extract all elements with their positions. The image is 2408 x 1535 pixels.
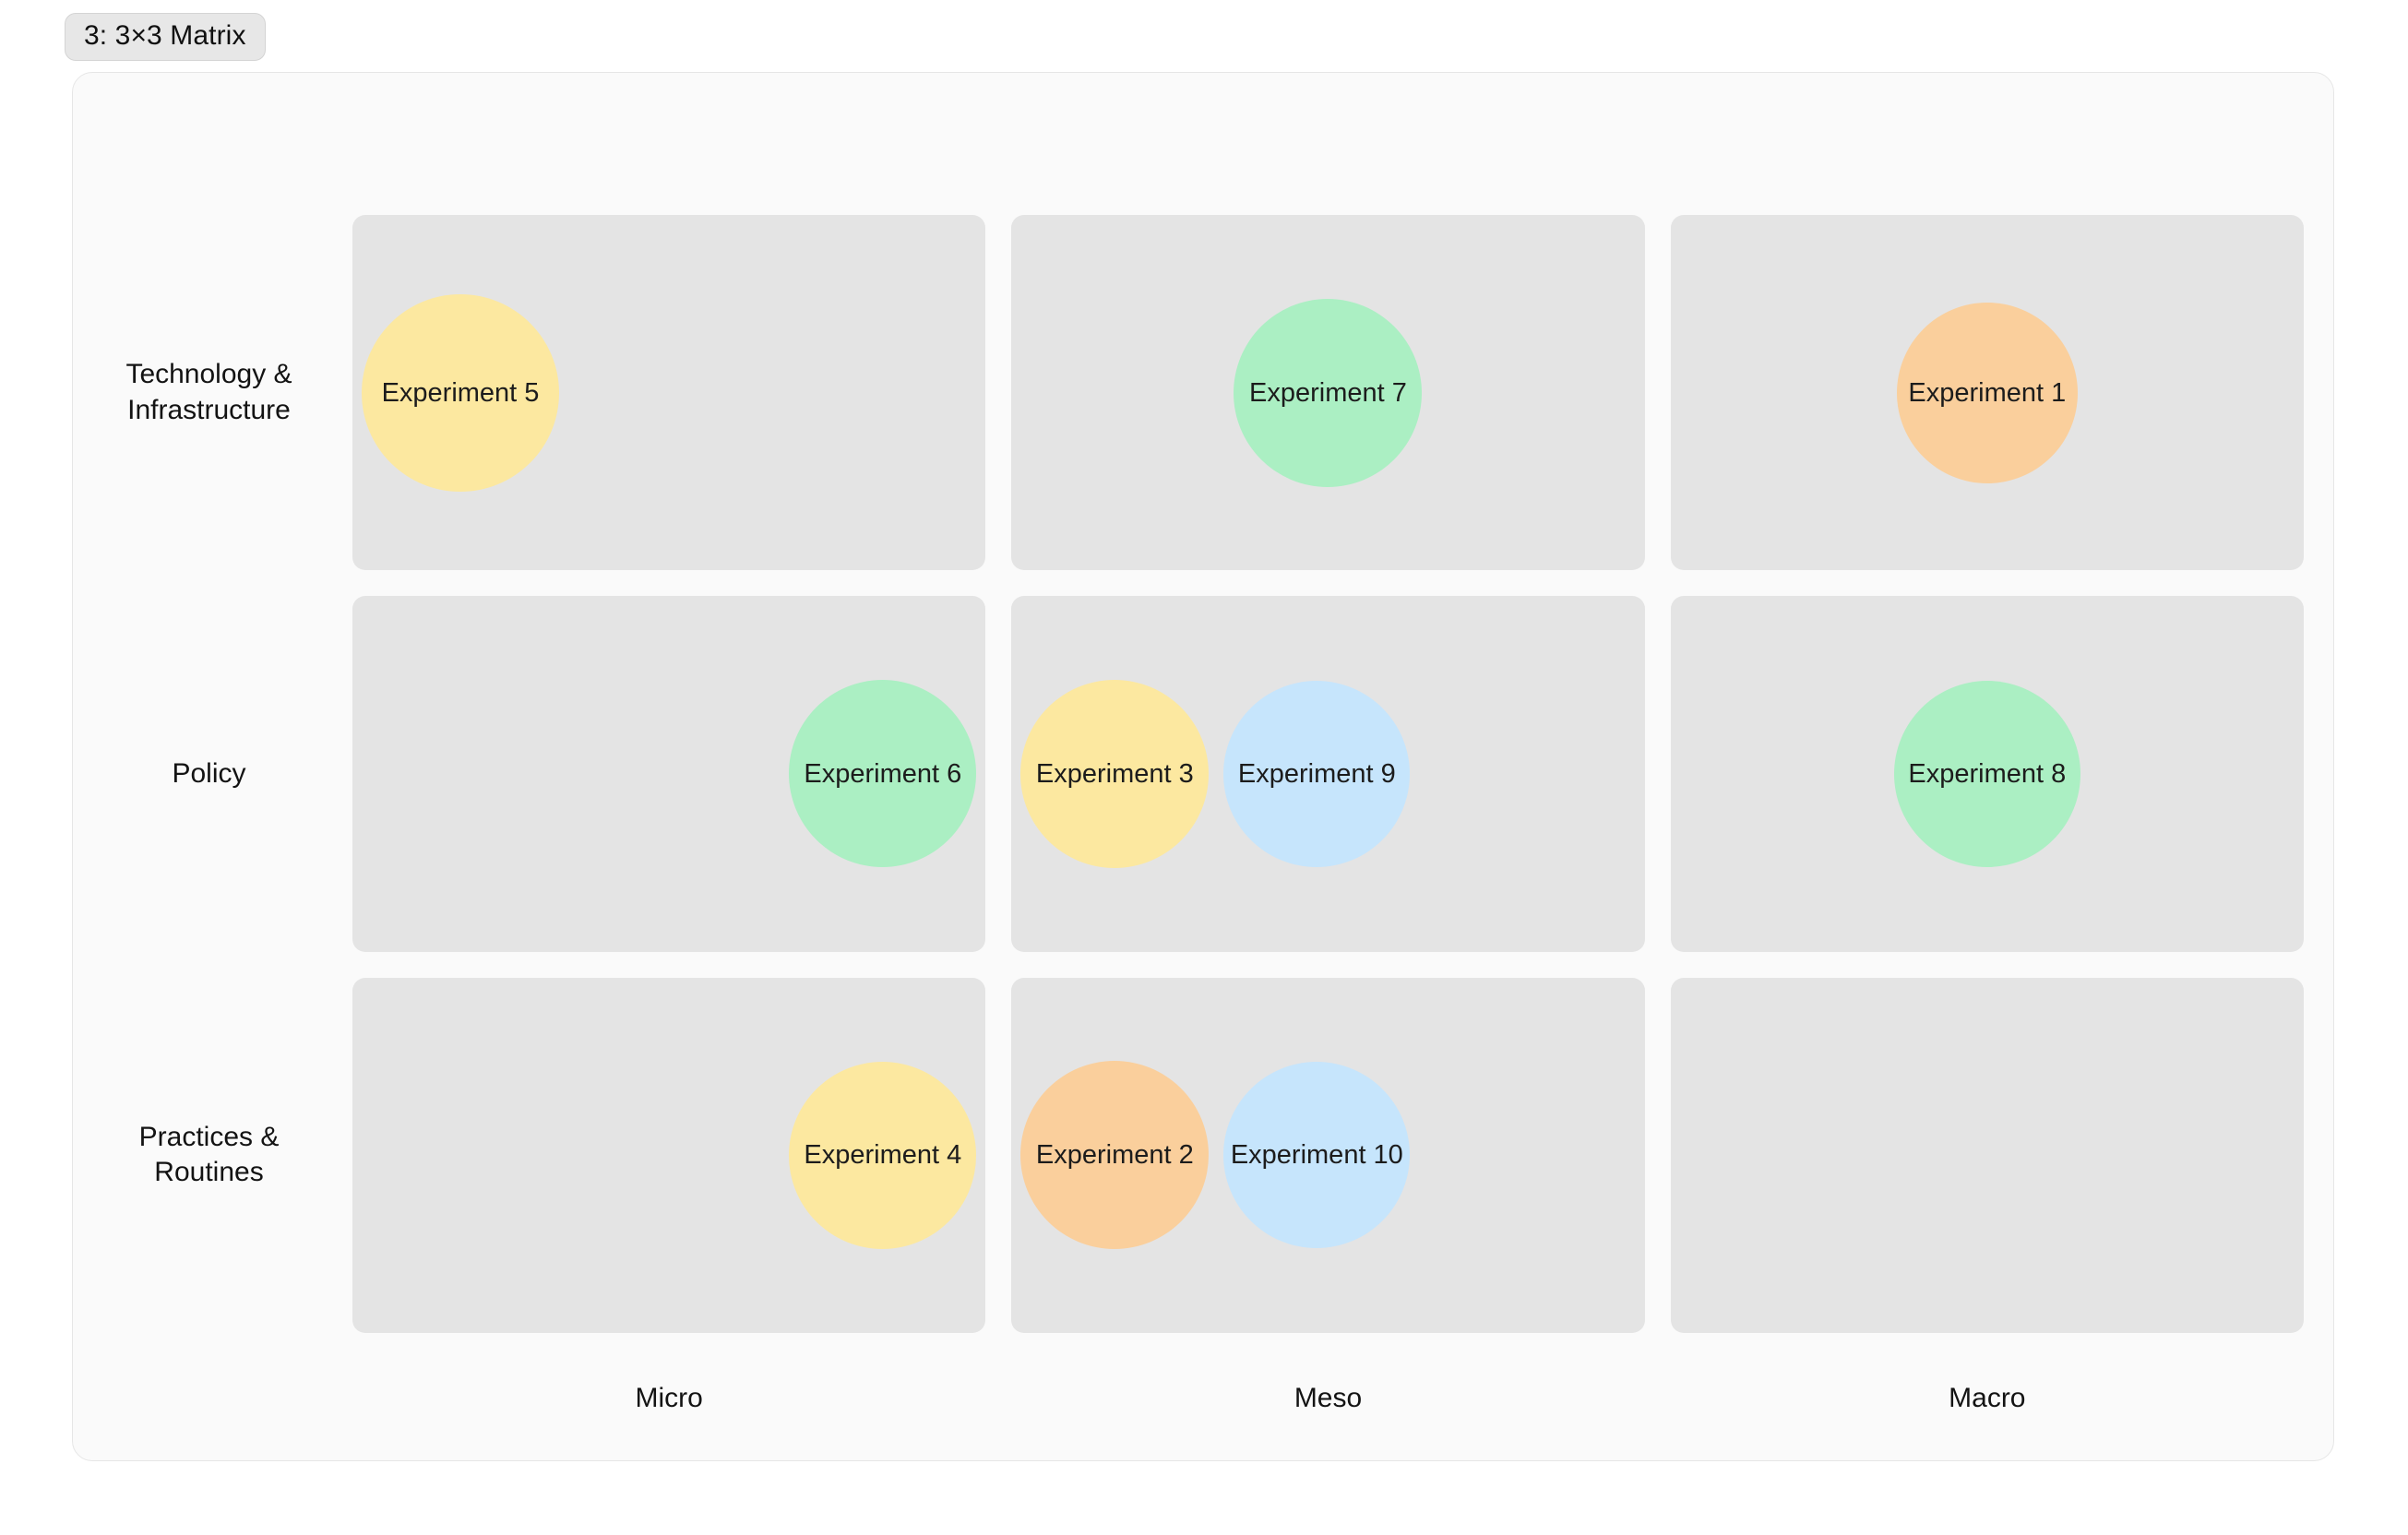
row-label-text: Technology & Infrastructure: [125, 359, 292, 425]
col-label-macro: Macro: [1671, 1359, 2304, 1460]
row-label-practices-routines: Practices & Routines: [91, 978, 327, 1333]
matrix-grid: Technology & Infrastructure Experiment 5…: [73, 73, 2333, 1460]
bubble-experiment-7[interactable]: Experiment 7: [1234, 298, 1423, 487]
cell-technology-macro[interactable]: Experiment 1: [1670, 215, 2304, 571]
bubble-label: Experiment 9: [1237, 758, 1396, 789]
cell-policy-meso[interactable]: Experiment 3 Experiment 9: [1011, 596, 1645, 952]
bubble-experiment-3[interactable]: Experiment 3: [1020, 679, 1210, 868]
bubble-experiment-8[interactable]: Experiment 8: [1893, 680, 2080, 867]
cell-practices-meso[interactable]: Experiment 2 Experiment 10: [1011, 977, 1645, 1333]
row-label-text: Policy: [172, 757, 246, 789]
bubble-label: Experiment 5: [381, 377, 540, 408]
matrix-card: Technology & Infrastructure Experiment 5…: [72, 72, 2334, 1461]
bubble-experiment-9[interactable]: Experiment 9: [1223, 680, 1411, 867]
cell-technology-micro[interactable]: Experiment 5: [352, 215, 986, 571]
cell-practices-micro[interactable]: Experiment 4: [352, 977, 986, 1333]
col-label-text: Micro: [635, 1383, 703, 1413]
view-title-badge[interactable]: 3: 3×3 Matrix: [65, 13, 266, 61]
bubble-label: Experiment 1: [1908, 377, 2067, 408]
bubble-experiment-5[interactable]: Experiment 5: [362, 293, 559, 492]
col-label-text: Meso: [1293, 1383, 1363, 1413]
bubble-experiment-10[interactable]: Experiment 10: [1223, 1062, 1411, 1249]
row-label-policy: Policy: [91, 596, 327, 951]
row-label-text: Practices & Routines: [138, 1121, 280, 1188]
cell-practices-macro[interactable]: [1670, 977, 2304, 1333]
cell-policy-macro[interactable]: Experiment 8: [1670, 596, 2304, 952]
bubble-experiment-6[interactable]: Experiment 6: [789, 680, 977, 868]
bubble-label: Experiment 2: [1035, 1140, 1194, 1171]
cell-policy-micro[interactable]: Experiment 6: [352, 596, 986, 952]
bubble-label: Experiment 7: [1249, 377, 1407, 408]
col-label-meso: Meso: [1011, 1359, 1644, 1460]
bubble-label: Experiment 4: [804, 1140, 962, 1171]
col-label-text: Macro: [1949, 1383, 2026, 1413]
col-label-micro: Micro: [352, 1359, 985, 1460]
matrix-corner-spacer: [91, 1359, 327, 1460]
matrix-top-spacer: [91, 73, 2304, 189]
bubble-label: Experiment 10: [1230, 1140, 1403, 1171]
bubble-experiment-4[interactable]: Experiment 4: [789, 1061, 977, 1249]
bubble-experiment-1[interactable]: Experiment 1: [1896, 302, 2078, 483]
bubble-label: Experiment 8: [1908, 758, 2067, 789]
row-label-technology-infrastructure: Technology & Infrastructure: [91, 215, 327, 570]
bubble-label: Experiment 3: [1035, 758, 1194, 789]
header-badge-row: 3: 3×3 Matrix: [0, 13, 2408, 65]
bubble-label: Experiment 6: [804, 758, 962, 789]
cell-technology-meso[interactable]: Experiment 7: [1011, 215, 1645, 571]
bubble-experiment-2[interactable]: Experiment 2: [1020, 1061, 1210, 1250]
